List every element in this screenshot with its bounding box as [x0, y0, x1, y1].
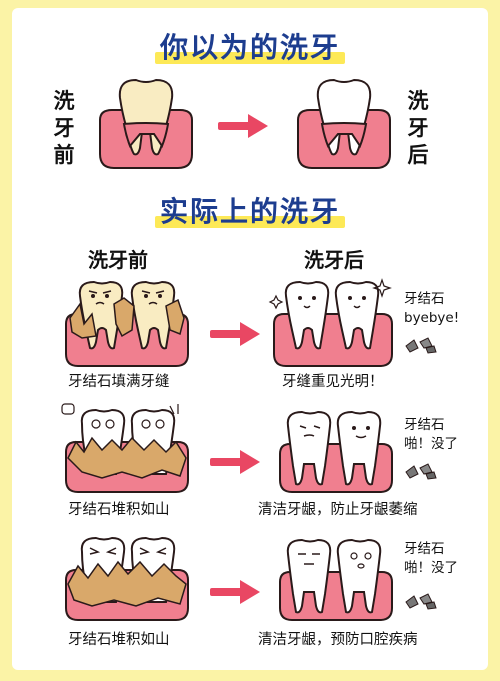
before-caption-row1: 牙结石填满牙缝: [68, 374, 170, 390]
title-actual-cleaning: 实际上的洗牙: [0, 190, 500, 230]
column-after-header: 洗牙后: [304, 248, 364, 272]
top-before-label: 洗牙前: [53, 89, 75, 167]
after-caption-row1: 牙缝重见光明！: [282, 374, 384, 390]
tartar-debris-icon: [405, 463, 437, 480]
before-caption-row2: 牙结石堆积如山: [68, 502, 170, 518]
top-after-label: 洗牙后: [407, 89, 429, 167]
tartar-debris-icon: [405, 593, 437, 610]
arrow-icon: [210, 450, 260, 474]
tartar-note-row3: 牙结石啪！没了: [404, 541, 458, 576]
title-what-you-think: 你以为的洗牙: [0, 26, 500, 66]
arrow-icon: [218, 114, 268, 138]
tartar-debris-icon: [405, 337, 437, 354]
column-before-header: 洗牙前: [88, 248, 148, 272]
teeth-before-row3: [65, 536, 189, 621]
after-caption-row3: 清洁牙龈，预防口腔疾病: [258, 632, 418, 648]
teeth-after-row3: [279, 538, 393, 621]
arrow-icon: [210, 580, 260, 604]
arrow-icon: [210, 322, 260, 346]
tooth-before-simple: [99, 78, 193, 169]
tooth-after-simple: [297, 78, 391, 169]
before-caption-row3: 牙结石堆积如山: [68, 632, 170, 648]
teeth-before-row1: [65, 280, 189, 367]
tartar-note-row2: 牙结石啪！没了: [404, 417, 458, 452]
teeth-after-row2: [279, 410, 393, 493]
after-caption-row2: 清洁牙龈，防止牙龈萎缩: [258, 502, 418, 518]
teeth-after-row1: [268, 278, 393, 367]
teeth-before-row2: [61, 403, 189, 493]
